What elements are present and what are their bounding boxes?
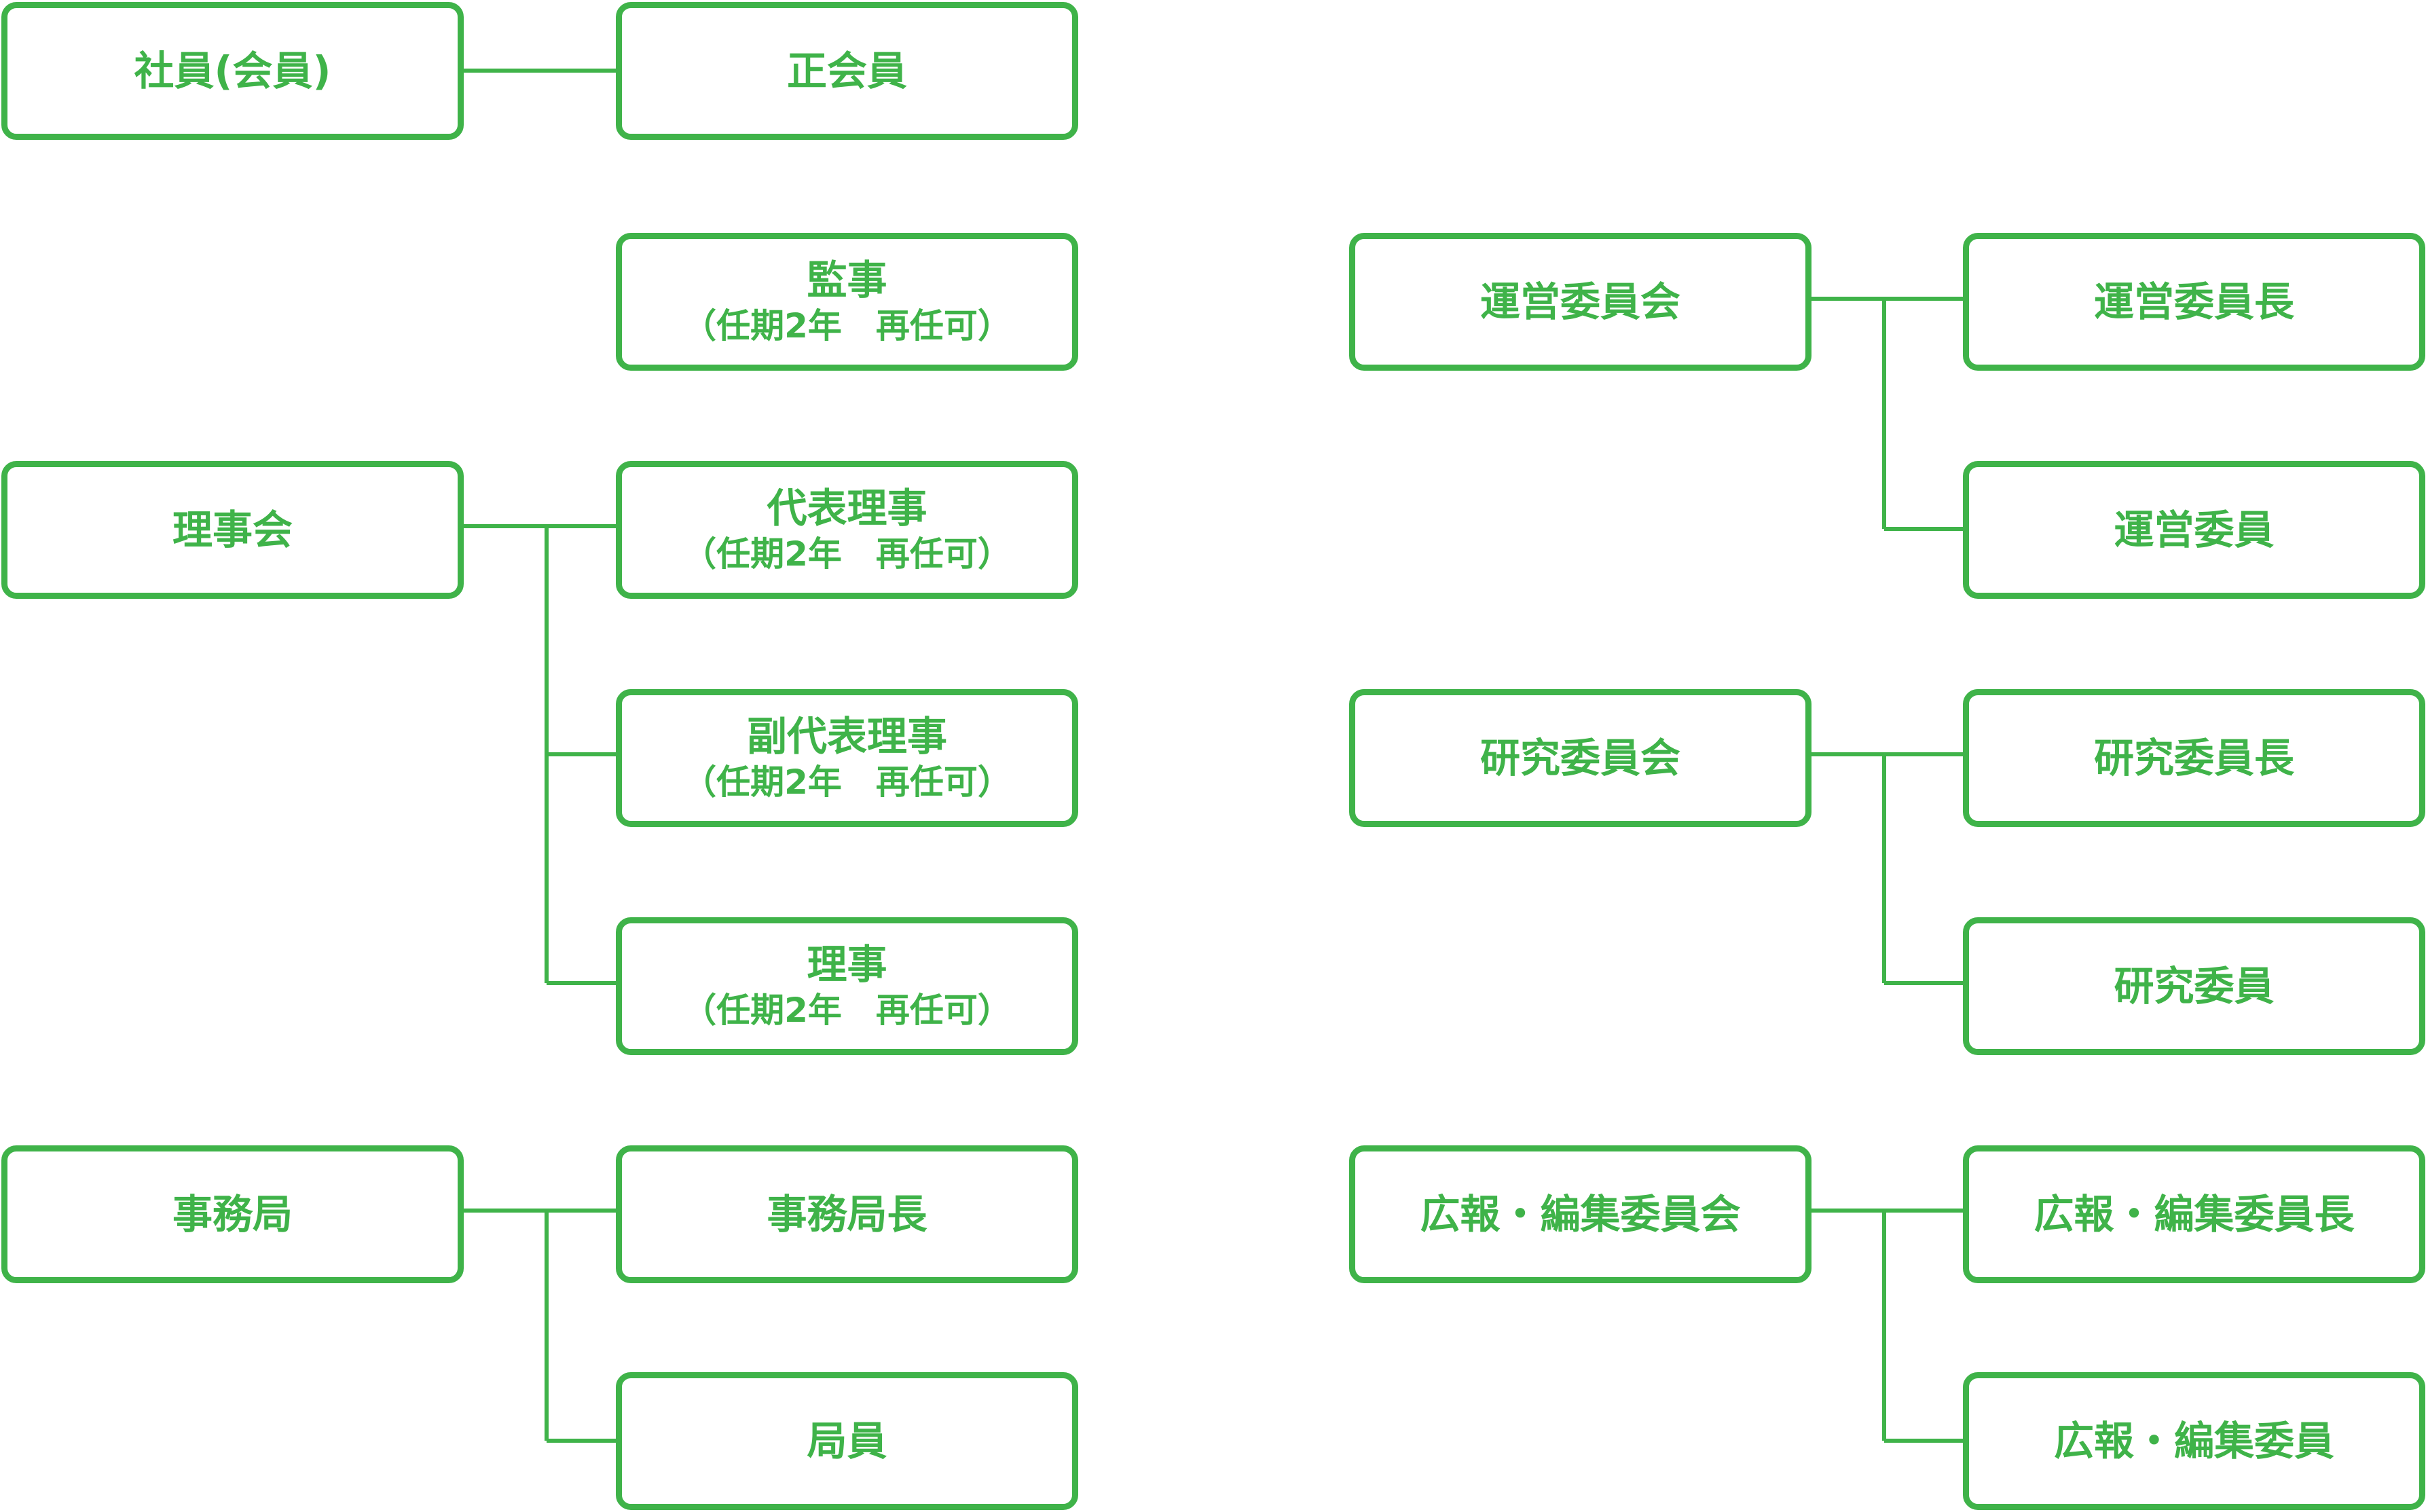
node-kenkyu-iin: 研究委員	[1963, 917, 2425, 1055]
node-koho-iincho: 広報・編集委員長	[1963, 1145, 2425, 1283]
node-label: 運営委員会	[1479, 278, 1680, 325]
node-unei-iinkai: 運営委員会	[1349, 233, 1811, 371]
node-label: 広報・編集委員長	[2034, 1190, 2355, 1238]
node-label: 代表理事	[767, 484, 927, 532]
node-jimukyoku-cho: 事務局長	[616, 1145, 1078, 1283]
node-label: 広報・編集委員会	[1420, 1190, 1741, 1238]
node-label: 広報・編集委員	[2053, 1417, 2334, 1464]
node-label: 理事会	[172, 506, 293, 553]
node-riji: 理事 （任期2年 再任可）	[616, 917, 1078, 1055]
node-label: 社員(会員)	[134, 47, 331, 94]
node-unei-iin: 運営委員	[1963, 461, 2425, 599]
node-rijikai: 理事会	[1, 461, 464, 599]
node-label: 局員	[807, 1417, 887, 1464]
node-label: 正会員	[786, 47, 907, 94]
node-seikaiin: 正会員	[616, 2, 1078, 140]
node-term-note: （任期2年 再任可）	[682, 534, 1012, 574]
node-label: 事務局	[172, 1190, 293, 1238]
node-term-note: （任期2年 再任可）	[682, 306, 1012, 346]
node-label: 監事	[807, 256, 887, 303]
node-label: 研究委員会	[1479, 734, 1680, 781]
node-koho-iin: 広報・編集委員	[1963, 1372, 2425, 1510]
node-label: 理事	[807, 940, 887, 988]
node-term-note: （任期2年 再任可）	[682, 762, 1012, 802]
node-shain: 社員(会員)	[1, 2, 464, 140]
node-fuku-daihyo-riji: 副代表理事 （任期2年 再任可）	[616, 689, 1078, 827]
node-label: 研究委員	[2114, 962, 2275, 1010]
node-unei-iincho: 運営委員長	[1963, 233, 2425, 371]
node-term-note: （任期2年 再任可）	[682, 990, 1012, 1030]
node-label: 副代表理事	[746, 712, 947, 760]
node-label: 研究委員長	[2093, 734, 2294, 781]
node-label: 運営委員	[2114, 506, 2275, 553]
node-kyokuin: 局員	[616, 1372, 1078, 1510]
node-kenkyu-iinkai: 研究委員会	[1349, 689, 1811, 827]
node-daihyo-riji: 代表理事 （任期2年 再任可）	[616, 461, 1078, 599]
node-kanji: 監事 （任期2年 再任可）	[616, 233, 1078, 371]
node-label: 事務局長	[767, 1190, 927, 1238]
node-kenkyu-iincho: 研究委員長	[1963, 689, 2425, 827]
node-label: 運営委員長	[2093, 278, 2294, 325]
node-koho-iinkai: 広報・編集委員会	[1349, 1145, 1811, 1283]
node-jimukyoku: 事務局	[1, 1145, 464, 1283]
